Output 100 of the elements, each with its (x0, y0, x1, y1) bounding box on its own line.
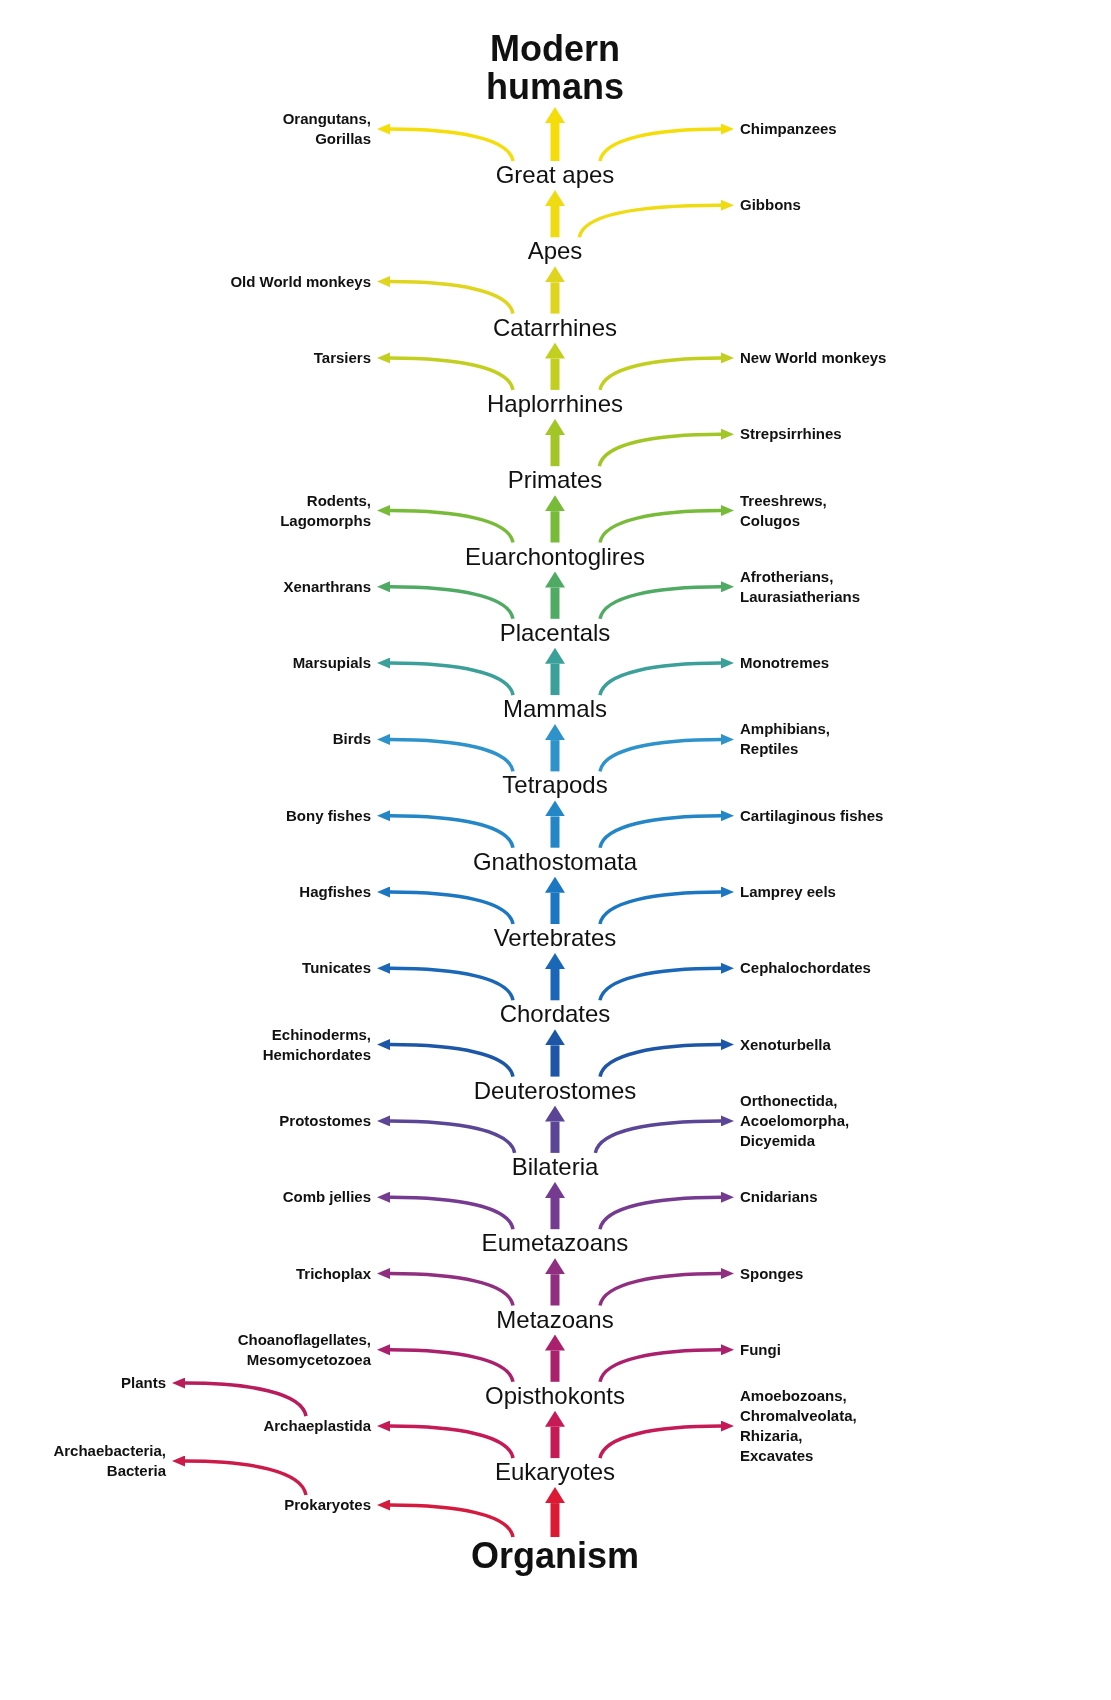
taxon-label: Strepsirrhines (740, 424, 842, 445)
arrow (545, 953, 565, 1001)
clade-label: Chordates (499, 1000, 611, 1029)
taxon-label: Protostomes (279, 1110, 371, 1131)
taxon-label: Cnidarians (740, 1187, 818, 1208)
taxon-label: Archaebacteria, Bacteria (53, 1441, 166, 1481)
arrow (545, 1258, 565, 1306)
arrow (545, 1334, 565, 1382)
arrow (598, 810, 734, 849)
arrow (377, 1115, 517, 1154)
arrow (377, 581, 515, 620)
clade-label: Eumetazoans (481, 1229, 629, 1258)
arrow (598, 352, 734, 391)
taxon-label: Afrotherians, Laurasiatherians (740, 566, 861, 607)
arrow (545, 418, 565, 467)
clade-label: Modern humans (486, 30, 624, 106)
arrow (597, 428, 734, 467)
arrow (377, 810, 515, 849)
clade-label: Apes (527, 237, 583, 266)
clade-label: Placentals (499, 618, 611, 647)
taxon-label: Old World monkeys (230, 271, 371, 292)
taxon-label: Lamprey eels (740, 882, 836, 902)
arrow (377, 1344, 515, 1383)
clade-label: Metazoans (496, 1305, 614, 1334)
arrow (545, 724, 565, 772)
taxon-label: Xenarthrans (283, 576, 371, 597)
arrow (545, 800, 565, 848)
arrow (545, 342, 565, 390)
taxon-label: Xenoturbella (740, 1034, 831, 1055)
arrow (545, 647, 565, 696)
arrow (593, 1115, 734, 1154)
taxon-label: Tarsiers (313, 347, 371, 368)
taxon-label: Gibbons (740, 195, 801, 216)
taxon-label: Monotremes (740, 653, 830, 674)
taxon-label: New World monkeys (740, 347, 887, 368)
arrow (545, 1410, 565, 1459)
arrow (377, 1039, 515, 1078)
clade-label: Organism (471, 1537, 639, 1575)
arrow (377, 352, 515, 391)
arrow (545, 107, 565, 161)
arrow (377, 657, 515, 696)
arrow (598, 962, 734, 1001)
clade-label: Gnathostomata (472, 847, 638, 876)
arrow (545, 1181, 565, 1230)
arrow (545, 495, 565, 543)
taxon-label: Sponges (740, 1263, 804, 1284)
taxon-label: Archaeplastida (263, 1416, 371, 1437)
clade-label: Eukaryotes (494, 1458, 616, 1487)
arrow (377, 962, 515, 1001)
arrow (545, 1105, 565, 1153)
clade-label: Haplorrhines (486, 389, 624, 418)
clade-label: Euarchontoglires (464, 542, 646, 571)
arrow (172, 1377, 308, 1417)
clade-label: Primates (507, 466, 603, 495)
clade-label: Catarrhines (492, 313, 618, 342)
arrow (598, 123, 734, 162)
arrow (377, 505, 515, 544)
taxon-label: Plants (121, 1373, 166, 1394)
arrow (545, 571, 565, 619)
arrow (377, 1420, 515, 1459)
taxon-label: Comb jellies (282, 1187, 371, 1208)
taxon-label: Hagfishes (299, 882, 371, 902)
clade-label: Tetrapods (502, 771, 608, 800)
arrow (172, 1455, 308, 1496)
arrow (545, 266, 565, 314)
taxon-label: Amphibians, Reptiles (740, 719, 830, 760)
arrow (598, 733, 734, 772)
taxon-label: Tunicates (302, 958, 371, 979)
arrow (377, 1268, 515, 1307)
arrow (545, 1029, 565, 1077)
taxon-label: Fungi (740, 1339, 781, 1360)
arrow (377, 1499, 515, 1538)
taxon-label: Echinoderms, Hemichordates (262, 1024, 371, 1065)
taxon-label: Amoebozoans, Chromalveolata, Rhizaria, Excavates (740, 1386, 857, 1467)
arrow (377, 276, 515, 315)
arrow (377, 886, 515, 925)
arrow (598, 1039, 734, 1078)
clade-label: Mammals (503, 695, 607, 724)
taxon-label: Chimpanzees (740, 119, 837, 139)
taxon-label: Choanoflagellates, Mesomycetozoea (237, 1329, 371, 1370)
arrow (598, 886, 734, 925)
arrow (598, 1420, 734, 1459)
arrow (598, 1344, 734, 1383)
arrow (598, 1191, 734, 1230)
taxon-label: Trichoplax (295, 1263, 371, 1284)
taxon-label: Orangutans, Gorillas (282, 109, 371, 149)
arrow (545, 1487, 565, 1537)
arrow (598, 657, 734, 696)
arrow (377, 123, 515, 162)
arrow (545, 876, 565, 924)
taxon-label: Cephalochordates (740, 958, 871, 979)
clade-label: Deuterostomes (473, 1076, 637, 1105)
arrow (377, 733, 515, 772)
taxon-label: Marsupials (292, 653, 371, 674)
clade-label: Bilateria (511, 1152, 599, 1181)
clade-label: Great apes (495, 161, 615, 189)
taxon-label: Orthonectida, Acoelomorpha, Dicyemida (740, 1090, 850, 1151)
taxon-label: Rodents, Lagomorphs (280, 490, 371, 531)
arrow (598, 1268, 734, 1307)
taxon-label: Birds (332, 729, 371, 750)
